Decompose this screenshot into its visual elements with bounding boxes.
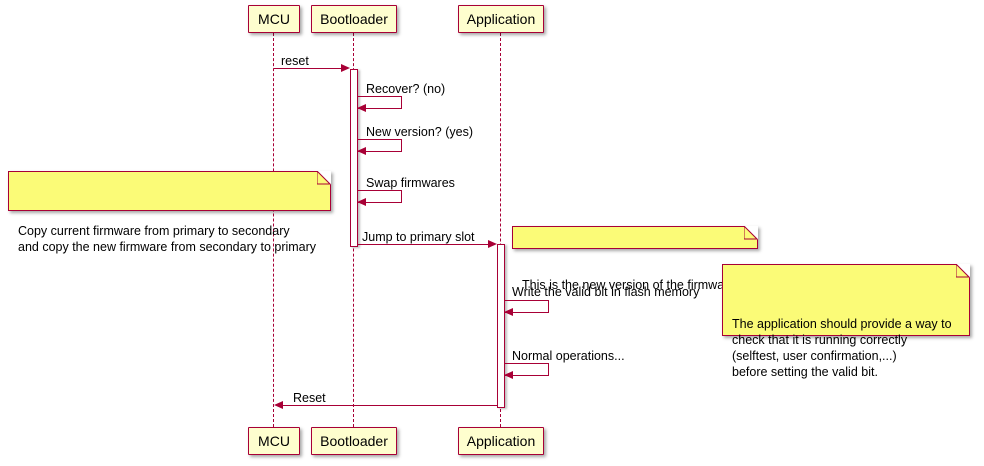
- note-text: This is the new version of the firmware: [522, 278, 736, 292]
- self-message-normal-operations: [504, 363, 549, 379]
- participant-top-application: Application: [458, 5, 544, 33]
- message-line-final-reset: [283, 405, 497, 406]
- message-line-jump-primary-slot: [358, 244, 488, 245]
- message-label-reset: reset: [281, 54, 309, 68]
- participant-bottom-application: Application: [458, 427, 544, 455]
- self-message-new-version: [357, 139, 402, 155]
- message-line-reset: [274, 68, 341, 69]
- message-label-jump-primary-slot: Jump to primary slot: [362, 230, 475, 244]
- participant-top-bootloader: Bootloader: [311, 5, 397, 33]
- arrowhead-left-icon: [357, 147, 366, 155]
- activation-bar-bootloader: [350, 69, 358, 247]
- note-fold: [956, 264, 970, 278]
- activation-bar-application: [497, 244, 505, 408]
- note-fold: [317, 171, 331, 185]
- message-label-final-reset: Reset: [293, 391, 326, 405]
- message-label-swap-firmwares: Swap firmwares: [366, 176, 455, 190]
- lifeline-mcu: [273, 33, 274, 427]
- lifeline-application: [500, 33, 501, 427]
- participant-bottom-mcu: MCU: [248, 427, 300, 455]
- arrowhead-left-icon: [504, 371, 513, 379]
- message-label-normal-operations: Normal operations...: [512, 349, 625, 363]
- arrowhead-right-icon: [488, 240, 497, 248]
- note-fold: [744, 226, 758, 240]
- message-label-recover: Recover? (no): [366, 82, 446, 96]
- note-text: Copy current firmware from primary to se…: [18, 224, 317, 254]
- note-new-version: This is the new version of the firmware: [512, 226, 758, 292]
- arrowhead-left-icon: [274, 401, 283, 409]
- arrowhead-left-icon: [357, 104, 366, 112]
- self-message-swap-firmwares: [357, 190, 402, 206]
- participant-bottom-bootloader: Bootloader: [311, 427, 397, 455]
- arrowhead-left-icon: [357, 198, 366, 206]
- self-message-write-valid-bit: [504, 300, 549, 316]
- message-label-new-version: New version? (yes): [366, 125, 473, 139]
- note-selftest: The application should provide a way to …: [722, 264, 970, 379]
- note-copy-firmware: Copy current firmware from primary to se…: [8, 171, 331, 254]
- arrowhead-right-icon: [341, 64, 350, 72]
- participant-top-mcu: MCU: [248, 5, 300, 33]
- note-text: The application should provide a way to …: [732, 317, 952, 379]
- arrowhead-left-icon: [504, 308, 513, 316]
- message-label-write-valid-bit: Write the valid bit in flash memory: [512, 285, 700, 299]
- self-message-recover: [357, 96, 402, 112]
